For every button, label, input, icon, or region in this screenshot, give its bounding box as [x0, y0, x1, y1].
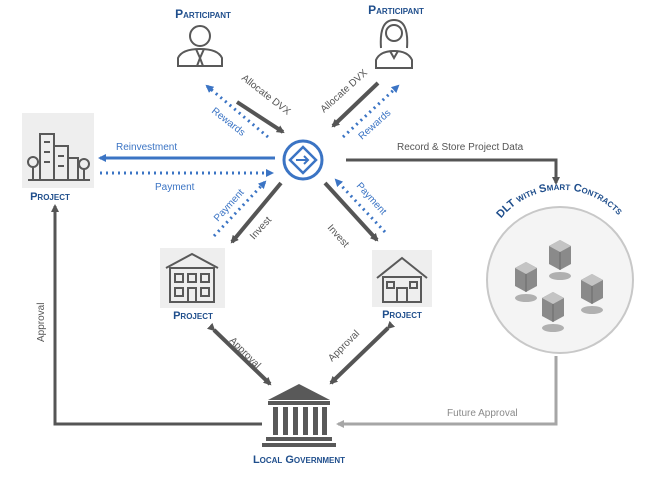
arrow-rewards-left [205, 84, 269, 139]
arrow-allocate-right [331, 81, 380, 128]
arrow-future-approval [336, 356, 558, 428]
blockchain-cubes-icon [515, 240, 603, 332]
project-left-label: Project [30, 191, 70, 203]
arrow-approval-mid-right [329, 320, 396, 385]
reinvestment-label: Reinvestment [116, 142, 177, 153]
city-buildings-icon [22, 113, 94, 188]
female-person-icon [375, 18, 413, 69]
record-store-label: Record & Store Project Data [397, 142, 524, 153]
arrow-allocate-left [235, 100, 285, 134]
allocate-right-label: Allocate DVX [319, 67, 370, 115]
townhouse-icon [160, 248, 225, 308]
rewards-right-label: Rewards [357, 108, 394, 143]
participant-left-label: Participant [175, 7, 231, 21]
government-building-icon [262, 384, 336, 447]
approval-mid-left-label: Approval [227, 335, 263, 371]
arrow-approval-left-vertical [51, 204, 262, 426]
approval-left-vertical-label: Approval [36, 303, 47, 342]
male-person-icon [177, 25, 223, 67]
arrow-invest-right [323, 181, 379, 242]
project-mid-left-label: Project [173, 310, 213, 322]
payment-left-label: Payment [155, 182, 195, 193]
arrow-rewards-right [341, 84, 400, 139]
exchange-hub-icon[interactable] [282, 139, 324, 181]
future-approval-label: Future Approval [447, 408, 518, 419]
allocate-left-label: Allocate DVX [239, 73, 292, 118]
participant-right-label: Participant [368, 3, 424, 17]
arrow-payment-mid-left [212, 180, 267, 238]
rewards-left-label: Rewards [209, 106, 247, 139]
payment-mid-right-label: Payment [354, 181, 389, 218]
arrow-record-store [346, 158, 560, 185]
invest-right-label: Invest [325, 223, 351, 250]
arrow-invest-left [230, 181, 283, 244]
arrow-approval-mid-left [206, 322, 272, 386]
house-icon [372, 250, 432, 307]
local-government-label: Local Government [253, 454, 345, 466]
project-mid-right-label: Project [382, 309, 422, 321]
payment-mid-left-label: Payment [212, 187, 247, 224]
